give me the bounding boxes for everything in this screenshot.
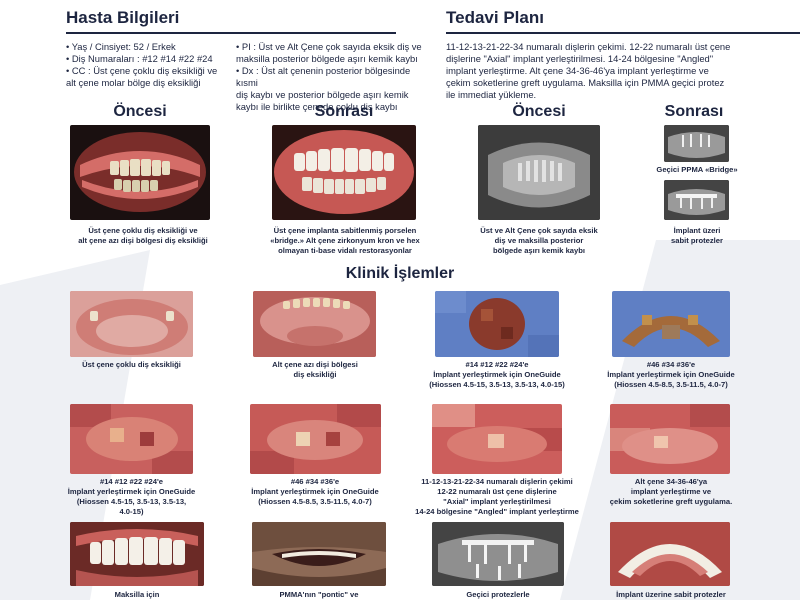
after-final-xray — [664, 180, 729, 220]
plan-line: implant yerleştirme. Alt çene 34-36-46'y… — [446, 65, 709, 76]
caption-line: (Hiossen 4.5-8.5, 3.5-11.5, 4.0-7) — [258, 497, 372, 506]
clinical-row1-caption-4: #46 #34 #36'e İmplant yerleştirmek için … — [592, 360, 750, 390]
clinical-row2-caption-3: 11-12-13-21-22-34 numaralı dişlerin çeki… — [404, 477, 590, 517]
caption-line: Üst çene implanta sabitlenmiş porselen — [273, 226, 417, 235]
clinical-row1-caption-1: Üst çene çoklu diş eksikliği — [58, 360, 205, 370]
clinical-row1-photo-3 — [435, 291, 559, 357]
clinical-procedures-title: Klinik İşlemler — [345, 265, 455, 282]
patient-age-gender: • Yaş / Cinsiyet: 52 / Erkek — [66, 41, 176, 52]
plan-line: çekim soketlerine greft uygulama. Maksil… — [446, 77, 725, 88]
plan-line: 11-12-13-21-22-34 numaralı dişlerin çeki… — [446, 41, 731, 52]
patient-info-right: • PI : Üst ve Alt Çene çok sayıda eksik … — [236, 41, 426, 113]
caption-line: bölgede aşırı kemik kaybı — [492, 246, 585, 255]
caption-line: Üst ve Alt Çene çok sayıda eksik — [480, 226, 598, 235]
clinical-row3-caption-2: PMMA'nın "pontic" ve — [279, 590, 359, 599]
caption-line: (Hiossen 4.5-8.5, 3.5-11.5, 4.0-7) — [614, 380, 728, 389]
caption-line: İmplant yerleştirmek için OneGuide — [433, 370, 561, 379]
after-caption-right-1: Geçici PPMA «Bridge» — [656, 165, 738, 174]
patient-info-left: • Yaş / Cinsiyet: 52 / Erkek • Diş Numar… — [66, 41, 231, 89]
caption-line: diş ve maksilla posterior — [494, 236, 584, 245]
clinical-row1-caption-2: Alt çene azı dişi bölgesi diş eksikliği — [240, 360, 390, 380]
before-panoramic-xray — [478, 125, 600, 220]
patient-cc-line-1: • CC : Üst çene çoklu diş eksikliği ve — [66, 65, 218, 76]
before-label-left: Öncesi — [113, 103, 167, 120]
clinical-row1-photo-1 — [70, 291, 193, 357]
caption-line: olmayan ti-base vidalı restorasyonlar — [278, 246, 412, 255]
clinical-row2-photo-4 — [610, 404, 730, 474]
caption-line: 11-12-13-21-22-34 numaralı dişlerin çeki… — [421, 477, 573, 486]
treatment-plan-text: 11-12-13-21-22-34 numaralı dişlerin çeki… — [446, 41, 786, 101]
caption-line: 12-22 numaralı üst çene dişlerine — [437, 487, 557, 496]
caption-line: İmplant yerleştirmek için OneGuide — [607, 370, 735, 379]
clinical-row2-photo-3 — [432, 404, 562, 474]
clinical-row2-caption-2: #46 #34 #36'e İmplant yerleştirmek için … — [236, 477, 394, 507]
after-caption-right-2: İmplant üzeri sabit protezler — [650, 226, 744, 246]
patient-pi-line-1: • PI : Üst ve Alt Çene çok sayıda eksik … — [236, 41, 422, 52]
patient-tooth-numbers: • Diş Numaraları : #12 #14 #22 #24 — [66, 53, 213, 64]
caption-line: Alt çene azı dişi bölgesi — [272, 360, 358, 369]
clinical-row3-photo-1 — [70, 522, 204, 586]
clinical-row3-caption-4: İmplant üzerine sabit protezler — [616, 590, 726, 599]
before-caption-right: Üst ve Alt Çene çok sayıda eksik diş ve … — [466, 226, 612, 256]
patient-info-title: Hasta Bilgileri — [66, 8, 180, 27]
clinical-row3-caption-1: Maksilla için — [114, 590, 160, 599]
caption-line: diş eksikliği — [293, 370, 337, 379]
caption-line: #14 #12 #22 #24'e — [465, 360, 529, 369]
patient-info-rule — [66, 32, 396, 34]
clinical-row3-photo-2 — [252, 522, 386, 586]
clinical-row3-photo-4 — [610, 522, 730, 586]
caption-line: Alt çene 34-36-46'ya — [634, 477, 708, 486]
after-label-left: Sonrası — [314, 103, 374, 120]
clinical-row2-photo-1 — [70, 404, 193, 474]
clinical-row2-caption-4: Alt çene 34-36-46'ya implant yerleştirme… — [596, 477, 746, 507]
clinical-row2-caption-1: #14 #12 #22 #24'e İmplant yerleştirmek i… — [50, 477, 213, 517]
clinical-row3-photo-3 — [432, 522, 564, 586]
clinical-row1-caption-3: #14 #12 #22 #24'e İmplant yerleştirmek i… — [412, 360, 582, 390]
treatment-plan-title: Tedavi Planı — [446, 8, 544, 27]
before-caption-left: Üst çene çoklu diş eksikliği ve alt çene… — [58, 226, 228, 246]
caption-line: 4.0-15) — [119, 507, 144, 516]
clinical-row1-photo-4 — [612, 291, 730, 357]
caption-line: Üst çene çoklu diş eksikliği — [82, 360, 181, 369]
caption-line: (Hiossen 4.5-15, 3.5-13, 3.5-13, — [76, 497, 187, 506]
before-intraoral-photo — [70, 125, 210, 220]
plan-line: dişlerine "Axial" implant yerleştirilmes… — [446, 53, 714, 64]
patient-cc-line-2: alt çene molar bölge diş eksikliği — [66, 77, 201, 88]
clinical-row3-caption-3: Geçici protezlerle — [466, 590, 530, 599]
patient-dx-line-2: diş kaybı ve posterior bölgede aşırı kem… — [236, 89, 409, 100]
caption-line: #14 #12 #22 #24'e — [99, 477, 164, 486]
after-intraoral-photo — [272, 125, 416, 220]
after-temporary-xray — [664, 125, 729, 162]
caption-line: çekim soketlerine greft uygulama. — [609, 497, 733, 506]
caption-line: 14-24 bölgesine "Angled" implant yerleşt… — [415, 507, 579, 516]
caption-line: #46 #34 #36'e — [646, 360, 696, 369]
caption-line: alt çene azı dişi bölgesi diş eksikliği — [78, 236, 208, 245]
caption-line: sabit protezler — [671, 236, 723, 245]
clinical-row2-photo-2 — [250, 404, 381, 474]
caption-line: İmplant üzeri — [673, 226, 721, 235]
clinical-row1-photo-2 — [253, 291, 376, 357]
caption-line: İmplant yerleştirmek için OneGuide — [251, 487, 379, 496]
patient-dx-line-1: • Dx : Üst alt çenenin posterior bölgesi… — [236, 65, 411, 88]
caption-line: (Hiossen 4.5-15, 3.5-13, 3.5-13, 4.0-15) — [429, 380, 565, 389]
plan-line: ile immediat yükleme. — [446, 89, 537, 100]
patient-dx-line-3: kaybı ile birlikte çenede çoklu diş kayb… — [236, 101, 398, 112]
caption-line: "Axial" implant yerleştirilmesi — [443, 497, 551, 506]
caption-line: İmplant yerleştirmek için OneGuide — [67, 487, 196, 496]
patient-pi-line-2: maksilla posterior bölgede aşırı kemik k… — [236, 53, 418, 64]
caption-line: Üst çene çoklu diş eksikliği ve — [88, 226, 198, 235]
treatment-plan-rule — [446, 32, 800, 34]
caption-line: #46 #34 #36'e — [290, 477, 340, 486]
before-label-right: Öncesi — [512, 103, 566, 120]
caption-line: «bridge.» Alt çene zirkonyum kron ve hex — [270, 236, 420, 245]
caption-line: implant yerleştirme ve — [630, 487, 712, 496]
after-caption-left: Üst çene implanta sabitlenmiş porselen «… — [252, 226, 438, 256]
after-label-right: Sonrası — [664, 103, 724, 120]
